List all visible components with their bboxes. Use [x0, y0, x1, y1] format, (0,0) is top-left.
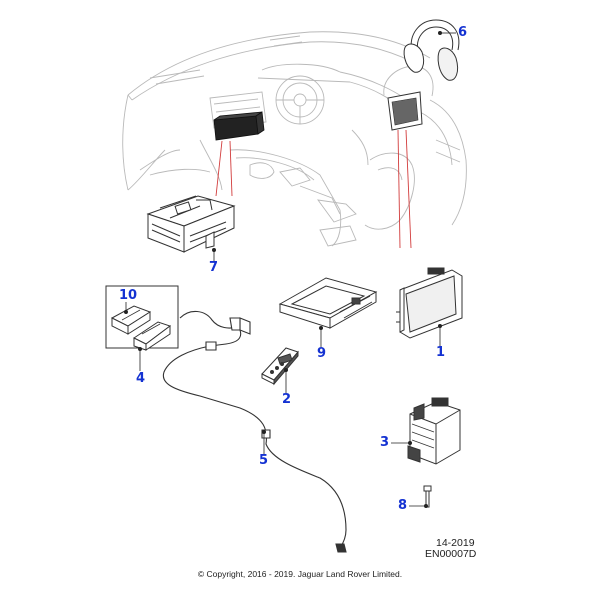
drawing-year-code: 14-2019	[436, 537, 475, 549]
callout-3: 3	[380, 435, 390, 450]
bolt-drawing	[423, 485, 432, 508]
callout-6: 6	[458, 25, 468, 40]
callout-4: 4	[136, 371, 146, 386]
display-screen-drawing	[396, 267, 463, 339]
callout-1: 1	[436, 345, 446, 360]
callout-8: 8	[398, 498, 408, 513]
drawing-id: EN00007D	[425, 548, 477, 560]
callout-5: 5	[259, 453, 269, 468]
callout-leaders	[124, 30, 456, 508]
headphones-drawing	[403, 19, 460, 81]
callout-9: 9	[317, 346, 327, 361]
control-module-drawing	[407, 397, 461, 465]
callout-7: 7	[209, 260, 219, 275]
brackets-group-drawing	[105, 285, 179, 351]
flat-module-drawing	[278, 277, 378, 329]
media-unit-drawing	[146, 195, 236, 253]
dashboard-media-unit	[213, 111, 265, 141]
callout-2: 2	[282, 392, 292, 407]
headrest-display	[383, 65, 434, 131]
remote-control-drawing	[261, 347, 299, 386]
callout-10: 10	[119, 288, 138, 303]
copyright-notice: © Copyright, 2016 - 2019. Jaguar Land Ro…	[197, 569, 403, 579]
cable-harness-drawing	[162, 310, 347, 553]
red-leader-lines	[215, 129, 412, 249]
